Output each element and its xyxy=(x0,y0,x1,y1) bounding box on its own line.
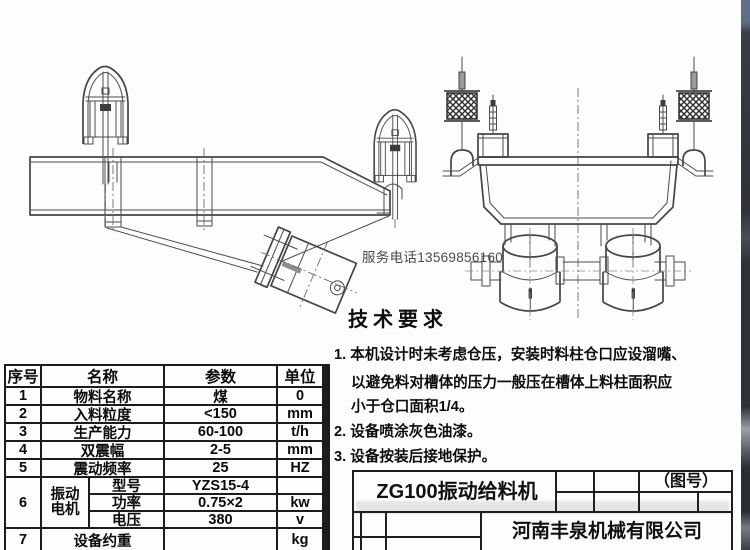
spec-table: 序号 名称 参数 单位 1 物料名称 煤 0 2 入料粒度 <150 mm 3 … xyxy=(4,364,330,550)
vibration-motor-side xyxy=(250,226,358,314)
table-cell: 1 xyxy=(6,388,40,404)
suspension-hanger-rear xyxy=(373,109,417,231)
table-cell: 3 xyxy=(6,424,40,440)
table-cell: mm xyxy=(278,406,322,422)
col-header-name: 名称 xyxy=(42,366,163,386)
title-block-line xyxy=(555,491,731,493)
vibration-motor-right xyxy=(602,228,664,320)
suspension-hanger-front xyxy=(82,65,129,228)
motor-name-line: 电机 xyxy=(50,501,80,518)
table-cell: 电压 xyxy=(90,512,163,527)
table-cell xyxy=(278,478,322,493)
col-header-param: 参数 xyxy=(165,366,276,386)
table-cell: mm xyxy=(278,442,322,458)
title-block-line xyxy=(593,472,595,513)
table-cell: 2 xyxy=(6,406,40,422)
title-block-line xyxy=(360,513,362,550)
table-cell: <150 xyxy=(165,406,276,422)
table-cell: 4 xyxy=(6,442,40,458)
outer-spring-hangers xyxy=(442,56,714,177)
side-view-drawing xyxy=(29,65,417,314)
table-cell: 生产能力 xyxy=(42,424,163,440)
company-name: 河南丰泉机械有限公司 xyxy=(511,521,702,542)
title-block: ZG100振动给料机 （图号） 河南丰泉机械有限公司 xyxy=(352,470,733,550)
table-cell: 设备约重 xyxy=(42,529,163,550)
table-cell: 双震幅 xyxy=(42,442,163,458)
tech-requirements-heading: 技术要求 xyxy=(348,309,448,331)
table-cell: 7 xyxy=(6,529,40,550)
table-cell: 380 xyxy=(165,512,276,527)
col-header-no: 序号 xyxy=(6,366,40,386)
inner-hanger-rods xyxy=(489,94,667,135)
table-cell: 5 xyxy=(6,460,40,476)
title-block-line xyxy=(354,536,481,538)
tech-requirement-line: 2. 设备喷涂灰色油漆。 xyxy=(334,424,482,440)
title-block-line xyxy=(354,511,731,513)
table-cell: t/h xyxy=(278,424,322,440)
table-cell: 煤 xyxy=(165,388,276,404)
tech-requirement-line: 以避免料对槽体的压力一般压在槽体上料柱面积应 xyxy=(351,375,673,391)
title-block-line xyxy=(385,513,387,550)
tech-requirement-line: 小于仓口面积1/4。 xyxy=(351,399,474,415)
title-block-line xyxy=(480,513,482,550)
front-view-drawing xyxy=(442,56,714,320)
col-header-unit: 单位 xyxy=(278,366,322,386)
table-cell-motor-name: 振动 电机 xyxy=(42,478,88,527)
table-cell-motor-no: 6 xyxy=(6,478,40,527)
table-cell: 震动频率 xyxy=(42,460,163,476)
table-cell: YZS15-4 xyxy=(165,478,276,493)
drawing-no-label: （图号） xyxy=(653,473,718,490)
motor-name-line: 振动 xyxy=(50,486,80,503)
table-cell: HZ xyxy=(278,460,322,476)
table-cell: v xyxy=(278,512,322,527)
vibration-motor-left xyxy=(499,228,561,320)
table-cell: kg xyxy=(278,529,322,550)
table-cell: kw xyxy=(278,495,322,510)
table-cell xyxy=(165,529,276,550)
table-cell: 物料名称 xyxy=(42,388,163,404)
tech-requirement-line: 3. 设备按装后接地保护。 xyxy=(334,449,497,465)
faint-watermark-band xyxy=(356,501,729,514)
tech-requirement-line: 1. 本机设计时未考虑仓压，安装时料柱仓口应设溜嘴、 xyxy=(334,347,686,363)
table-cell: 0 xyxy=(278,388,322,404)
table-cell: 型号 xyxy=(90,478,163,493)
table-cell: 入料粒度 xyxy=(42,406,163,422)
title-block-line xyxy=(697,491,699,513)
table-cell: 25 xyxy=(165,460,276,476)
drawing-title: ZG100振动给料机 xyxy=(376,481,538,503)
table-cell: 2-5 xyxy=(165,442,276,458)
technical-requirements: 技术要求 1. 本机设计时未考虑仓压，安装时料柱仓口应设溜嘴、 以避免料对槽体的… xyxy=(334,303,748,469)
table-cell: 功率 xyxy=(90,495,163,510)
table-cell: 0.75×2 xyxy=(165,495,276,510)
title-block-line xyxy=(638,472,640,513)
photo-scan-edge xyxy=(741,0,750,550)
title-block-line xyxy=(555,472,557,513)
table-cell: 60-100 xyxy=(165,424,276,440)
service-phone-watermark: 服务电话13569856160 xyxy=(362,250,504,265)
